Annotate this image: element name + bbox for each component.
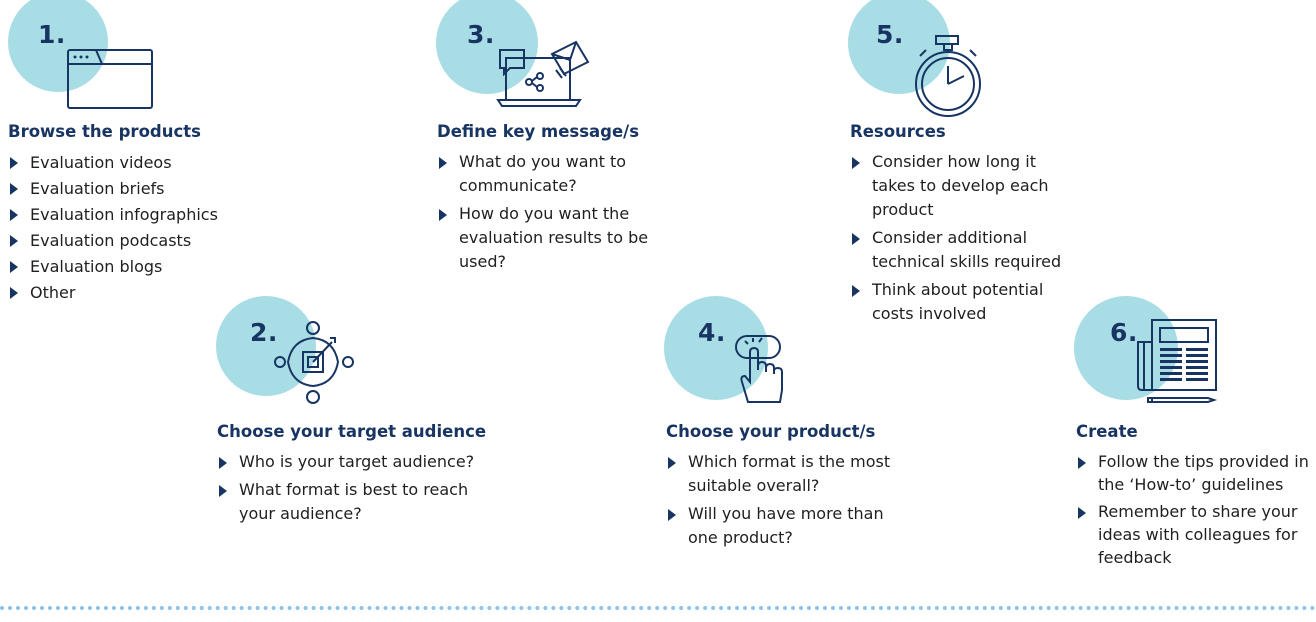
- step-6-title: Create: [1076, 422, 1138, 441]
- step-5-number: 5.: [876, 20, 904, 49]
- list-item: Evaluation infographics: [8, 202, 248, 228]
- list-item: Remember to share your ideas with collea…: [1076, 500, 1316, 569]
- step-6-number: 6.: [1110, 318, 1138, 347]
- dotted-divider: [0, 606, 1316, 610]
- touch-click-icon: [735, 335, 783, 403]
- list-item: Evaluation podcasts: [8, 228, 248, 254]
- step-2-title: Choose your target audience: [217, 422, 487, 441]
- step-4-number: 4.: [698, 318, 726, 347]
- step-6-list: Follow the tips provided in the ‘How-to’…: [1076, 450, 1316, 573]
- step-1-list: Evaluation videos Evaluation briefs Eval…: [8, 150, 248, 306]
- step-2-circle: [216, 296, 316, 396]
- list-item: Evaluation videos: [8, 150, 248, 176]
- step-3-number: 3.: [467, 20, 495, 49]
- list-item: Who is your target audience?: [217, 450, 487, 474]
- laptop-message-icon: [496, 40, 590, 107]
- step-1-number: 1.: [38, 20, 66, 49]
- list-item: What format is best to reach your audien…: [217, 478, 487, 526]
- list-item: Other: [8, 280, 248, 306]
- step-3-title: Define key message/s: [437, 122, 640, 141]
- step-5-circle: [848, 0, 950, 94]
- newspaper-pencil-icon: [1137, 319, 1218, 403]
- step-5-list: Consider how long it takes to develop ea…: [850, 150, 1080, 330]
- step-3-list: What do you want to communicate? How do …: [437, 150, 677, 278]
- step-5-title: Resources: [850, 122, 946, 141]
- list-item: Consider additional technical skills req…: [850, 226, 1080, 274]
- list-item: Evaluation briefs: [8, 176, 248, 202]
- step-1-circle: [8, 0, 108, 92]
- step-3-circle: [436, 0, 538, 94]
- browser-window-icon: [67, 49, 153, 109]
- list-item: What do you want to communicate?: [437, 150, 677, 198]
- target-audience-icon: [274, 321, 354, 404]
- stopwatch-icon: [915, 35, 981, 117]
- step-4-title: Choose your product/s: [666, 422, 876, 441]
- step-1-title: Browse the products: [8, 122, 201, 141]
- list-item: Consider how long it takes to develop ea…: [850, 150, 1080, 222]
- list-item: How do you want the evaluation results t…: [437, 202, 677, 274]
- list-item: Evaluation blogs: [8, 254, 248, 280]
- step-2-list: Who is your target audience? What format…: [217, 450, 487, 530]
- step-4-list: Which format is the most suitable overal…: [666, 450, 906, 554]
- list-item: Which format is the most suitable overal…: [666, 450, 906, 498]
- list-item: Think about potential costs involved: [850, 278, 1080, 326]
- step-2-number: 2.: [250, 318, 278, 347]
- list-item: Follow the tips provided in the ‘How-to’…: [1076, 450, 1316, 496]
- list-item: Will you have more than one product?: [666, 502, 906, 550]
